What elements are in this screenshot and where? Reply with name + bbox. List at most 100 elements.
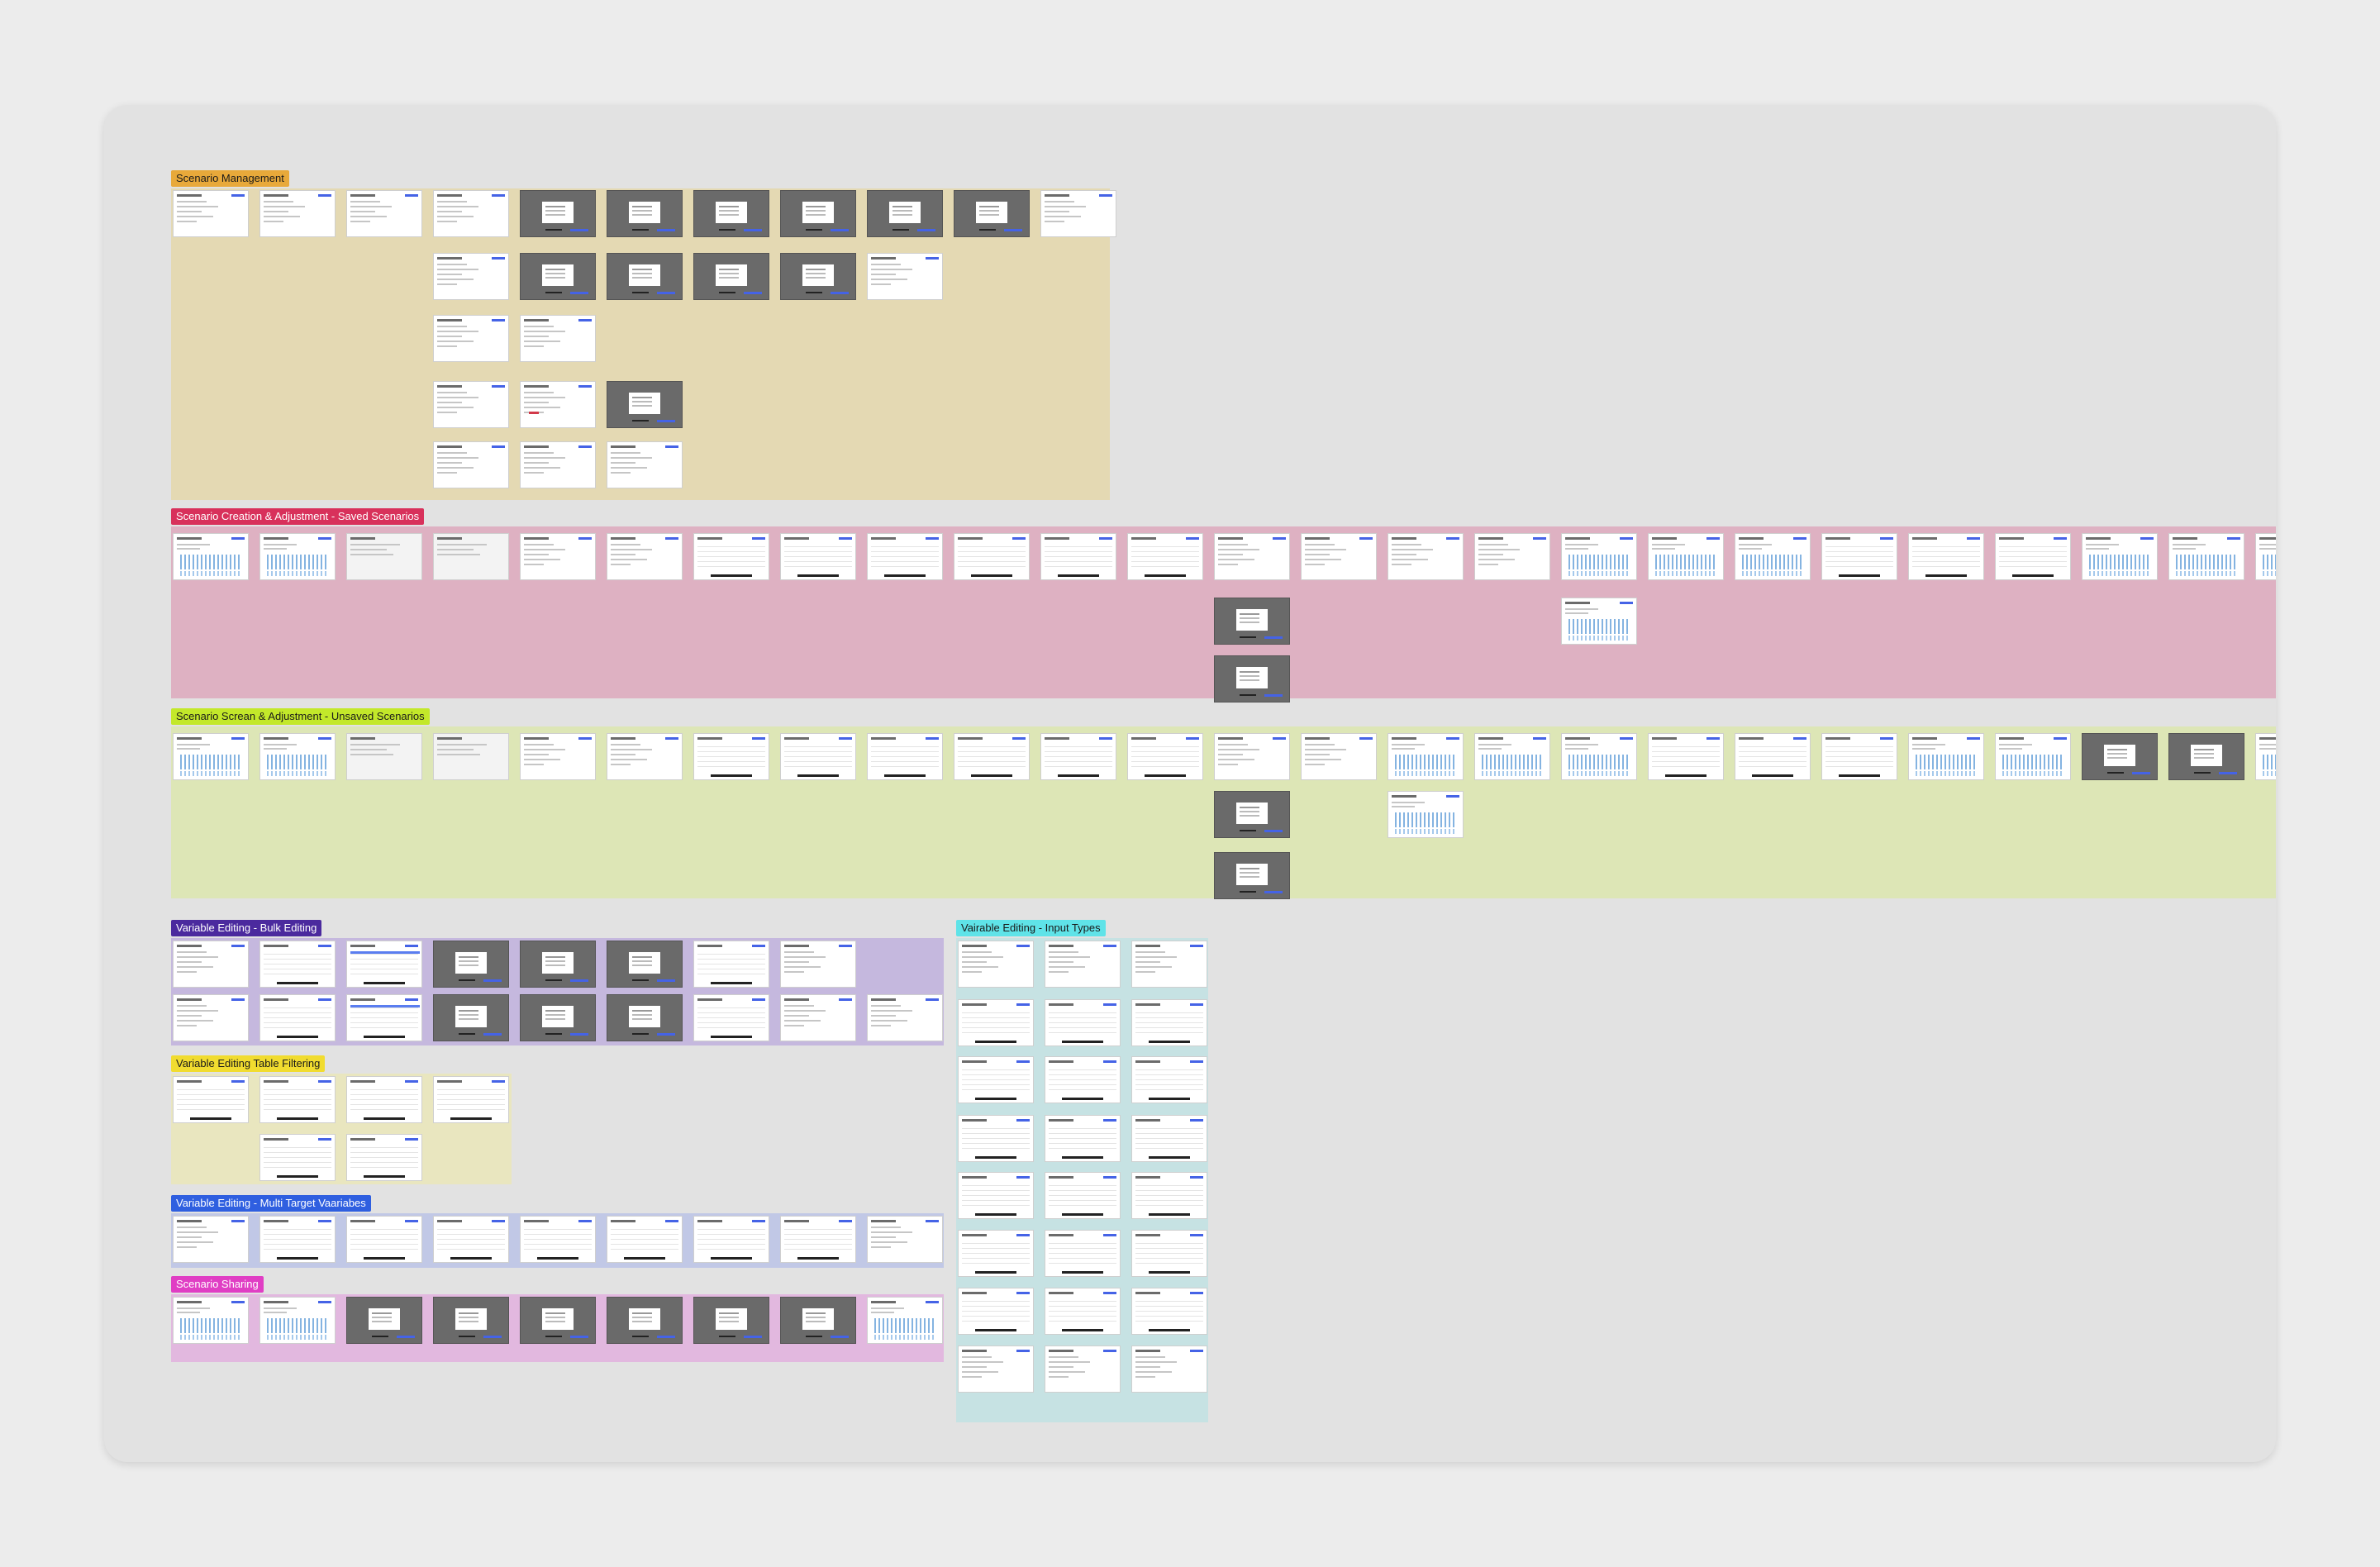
frame-thumbnail-form[interactable] — [173, 941, 249, 988]
frame-thumbnail-table[interactable] — [1127, 533, 1203, 580]
frame-thumbnail-table[interactable] — [520, 1216, 596, 1263]
section-label[interactable]: Scenario Screan & Adjustment - Unsaved S… — [171, 708, 430, 725]
frame-thumbnail-table[interactable] — [958, 1288, 1034, 1335]
frame-thumbnail-table[interactable] — [259, 941, 336, 988]
frame-thumbnail-form[interactable] — [1131, 1346, 1207, 1393]
frame-thumbnail-form[interactable] — [1045, 941, 1121, 988]
frame-thumbnail-table[interactable] — [259, 1134, 336, 1181]
frame-thumbnail-table[interactable] — [346, 1134, 422, 1181]
frame-thumbnail-chart[interactable] — [1474, 733, 1550, 780]
frame-thumbnail-table[interactable] — [693, 941, 769, 988]
frame-thumbnail-table[interactable] — [346, 1076, 422, 1123]
frame-thumbnail-chart[interactable] — [1388, 733, 1464, 780]
frame-thumbnail-table[interactable] — [693, 733, 769, 780]
frame-thumbnail-table[interactable] — [958, 1172, 1034, 1219]
frame-thumbnail-table[interactable] — [693, 994, 769, 1041]
frame-thumbnail-table[interactable] — [958, 1056, 1034, 1103]
frame-thumbnail-form[interactable] — [607, 441, 683, 488]
frame-thumbnail-table[interactable] — [1045, 1056, 1121, 1103]
frame-thumbnail-table[interactable] — [958, 999, 1034, 1046]
frame-thumbnail-table[interactable] — [346, 1216, 422, 1263]
frame-thumbnail-modal[interactable] — [780, 1297, 856, 1344]
frame-thumbnail-table[interactable] — [1131, 1172, 1207, 1219]
frame-thumbnail-table[interactable] — [693, 1216, 769, 1263]
frame-thumbnail-form[interactable] — [433, 441, 509, 488]
frame-thumbnail-table[interactable] — [1735, 733, 1811, 780]
frame-thumbnail-modal[interactable] — [693, 253, 769, 300]
frame-thumbnail-chart[interactable] — [2082, 533, 2158, 580]
frame-thumbnail-chart[interactable] — [259, 1297, 336, 1344]
frame-thumbnail-chart[interactable] — [1648, 533, 1724, 580]
frame-thumbnail-form[interactable] — [173, 190, 249, 237]
frame-thumbnail-table[interactable] — [780, 533, 856, 580]
frame-thumbnail-form[interactable] — [520, 441, 596, 488]
frame-thumbnail-modal[interactable] — [1214, 852, 1290, 899]
frame-thumbnail-form[interactable] — [958, 1346, 1034, 1393]
section-bulk-editing[interactable]: Variable Editing - Bulk Editing — [171, 920, 944, 1045]
frame-thumbnail-table[interactable] — [1131, 1288, 1207, 1335]
section-label[interactable]: Scenario Management — [171, 170, 289, 187]
frame-thumbnail-table[interactable] — [1131, 1115, 1207, 1162]
frame-thumbnail-modal[interactable] — [433, 994, 509, 1041]
frame-thumbnail-form[interactable] — [867, 994, 943, 1041]
frame-thumbnail-form[interactable] — [1214, 733, 1290, 780]
frame-thumbnail-modal[interactable] — [433, 941, 509, 988]
frame-thumbnail-table[interactable] — [954, 533, 1030, 580]
frame-thumbnail-table[interactable] — [607, 1216, 683, 1263]
frame-thumbnail-table[interactable] — [259, 1216, 336, 1263]
frame-thumbnail-chart[interactable] — [1735, 533, 1811, 580]
frame-thumbnail-modal[interactable] — [867, 190, 943, 237]
frame-thumbnail-form[interactable] — [1045, 1346, 1121, 1393]
section-label[interactable]: Vairable Editing - Input Types — [956, 920, 1106, 936]
frame-thumbnail-table[interactable] — [346, 994, 422, 1041]
frame-thumbnail-chart[interactable] — [173, 1297, 249, 1344]
section-label[interactable]: Scenario Creation & Adjustment - Saved S… — [171, 508, 425, 525]
frame-thumbnail-chart[interactable] — [1388, 791, 1464, 838]
frame-thumbnail-modal[interactable] — [520, 1297, 596, 1344]
frame-thumbnail-form[interactable] — [520, 733, 596, 780]
frame-thumbnail-form[interactable] — [607, 733, 683, 780]
frame-thumbnail-modal[interactable] — [607, 941, 683, 988]
frame-thumbnail-form[interactable] — [433, 315, 509, 362]
frame-thumbnail-form[interactable] — [1131, 941, 1207, 988]
frame-thumbnail-form[interactable] — [433, 381, 509, 428]
section-multi-target-variables[interactable]: Variable Editing - Multi Target Vaariabe… — [171, 1195, 944, 1268]
frame-thumbnail-table[interactable] — [780, 733, 856, 780]
frame-thumbnail-modal[interactable] — [607, 381, 683, 428]
frame-thumbnail-form[interactable] — [958, 941, 1034, 988]
frame-thumbnail-table[interactable] — [1131, 1230, 1207, 1277]
frame-thumbnail-table[interactable] — [433, 1076, 509, 1123]
frame-thumbnail-form[interactable] — [867, 1216, 943, 1263]
frame-thumbnail-chart[interactable] — [1561, 533, 1637, 580]
frame-thumbnail-chart[interactable] — [1561, 598, 1637, 645]
frame-thumbnail-table[interactable] — [1045, 999, 1121, 1046]
section-label[interactable]: Variable Editing Table Filtering — [171, 1055, 326, 1072]
section-scenario-management[interactable]: Scenario Management — [171, 170, 1116, 500]
frame-thumbnail-modal[interactable] — [1214, 791, 1290, 838]
frame-thumbnail-form[interactable] — [173, 994, 249, 1041]
frame-thumbnail-modal[interactable] — [780, 190, 856, 237]
frame-thumbnail-form[interactable] — [433, 253, 509, 300]
frame-thumbnail-table[interactable] — [1131, 999, 1207, 1046]
frame-thumbnail-chart[interactable] — [2255, 733, 2276, 780]
frame-thumbnail-table[interactable] — [1045, 1230, 1121, 1277]
frame-thumbnail-chart[interactable] — [259, 733, 336, 780]
frame-thumbnail-table[interactable] — [1045, 1172, 1121, 1219]
frame-thumbnail-table[interactable] — [173, 1076, 249, 1123]
frame-thumbnail-modal[interactable] — [954, 190, 1030, 237]
frame-thumbnail-table[interactable] — [867, 733, 943, 780]
frame-thumbnail-modal[interactable] — [520, 253, 596, 300]
frame-thumbnail-form[interactable] — [867, 253, 943, 300]
frame-thumbnail-table[interactable] — [259, 994, 336, 1041]
frame-thumbnail-form[interactable] — [520, 381, 596, 428]
section-label[interactable]: Variable Editing - Bulk Editing — [171, 920, 322, 936]
frame-thumbnail-form[interactable] — [780, 941, 856, 988]
frame-thumbnail-form[interactable] — [1301, 733, 1377, 780]
frame-thumbnail-table[interactable] — [693, 533, 769, 580]
section-label[interactable]: Variable Editing - Multi Target Vaariabe… — [171, 1195, 371, 1212]
section-scenario-sharing[interactable]: Scenario Sharing — [171, 1276, 944, 1362]
frame-thumbnail-modal[interactable] — [780, 253, 856, 300]
frame-thumbnail-chart[interactable] — [173, 533, 249, 580]
frame-thumbnail-chart[interactable] — [173, 733, 249, 780]
frame-thumbnail-chart[interactable] — [1995, 733, 2071, 780]
